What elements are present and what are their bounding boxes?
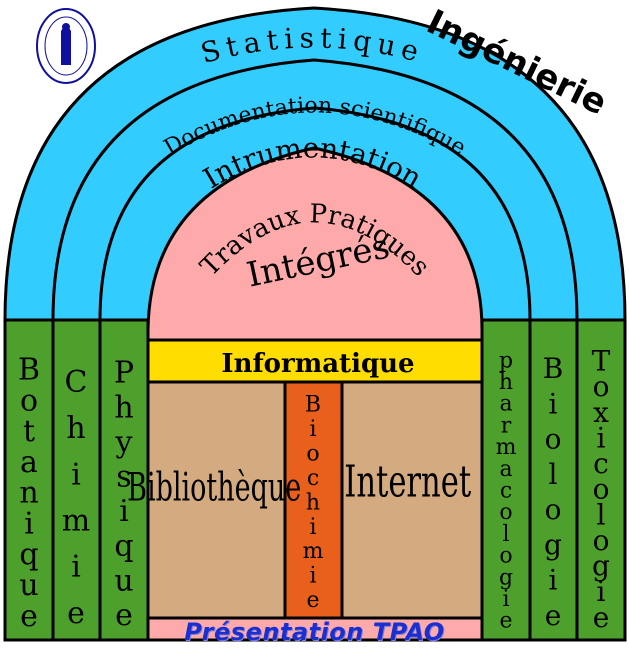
biochimie-strip <box>283 380 344 620</box>
pillar-right-1 <box>480 318 532 642</box>
panel-right-label: Internet <box>344 456 471 507</box>
pillar-left-1 <box>3 318 55 642</box>
panel-left-label: Bibliothèque <box>127 464 301 509</box>
lintel-label: Informatique <box>221 349 414 379</box>
pillar-left-2 <box>51 318 102 642</box>
pillar-right-3 <box>575 318 627 642</box>
lintel-informatique <box>146 338 484 384</box>
pillar-left-3 <box>98 318 150 642</box>
arch-ring-2 <box>98 106 532 640</box>
pillar-right-2 <box>528 318 579 642</box>
arch-ring-1 <box>51 58 579 640</box>
footer-caption: Présentation TPAO <box>184 618 445 646</box>
university-seal <box>35 7 97 85</box>
